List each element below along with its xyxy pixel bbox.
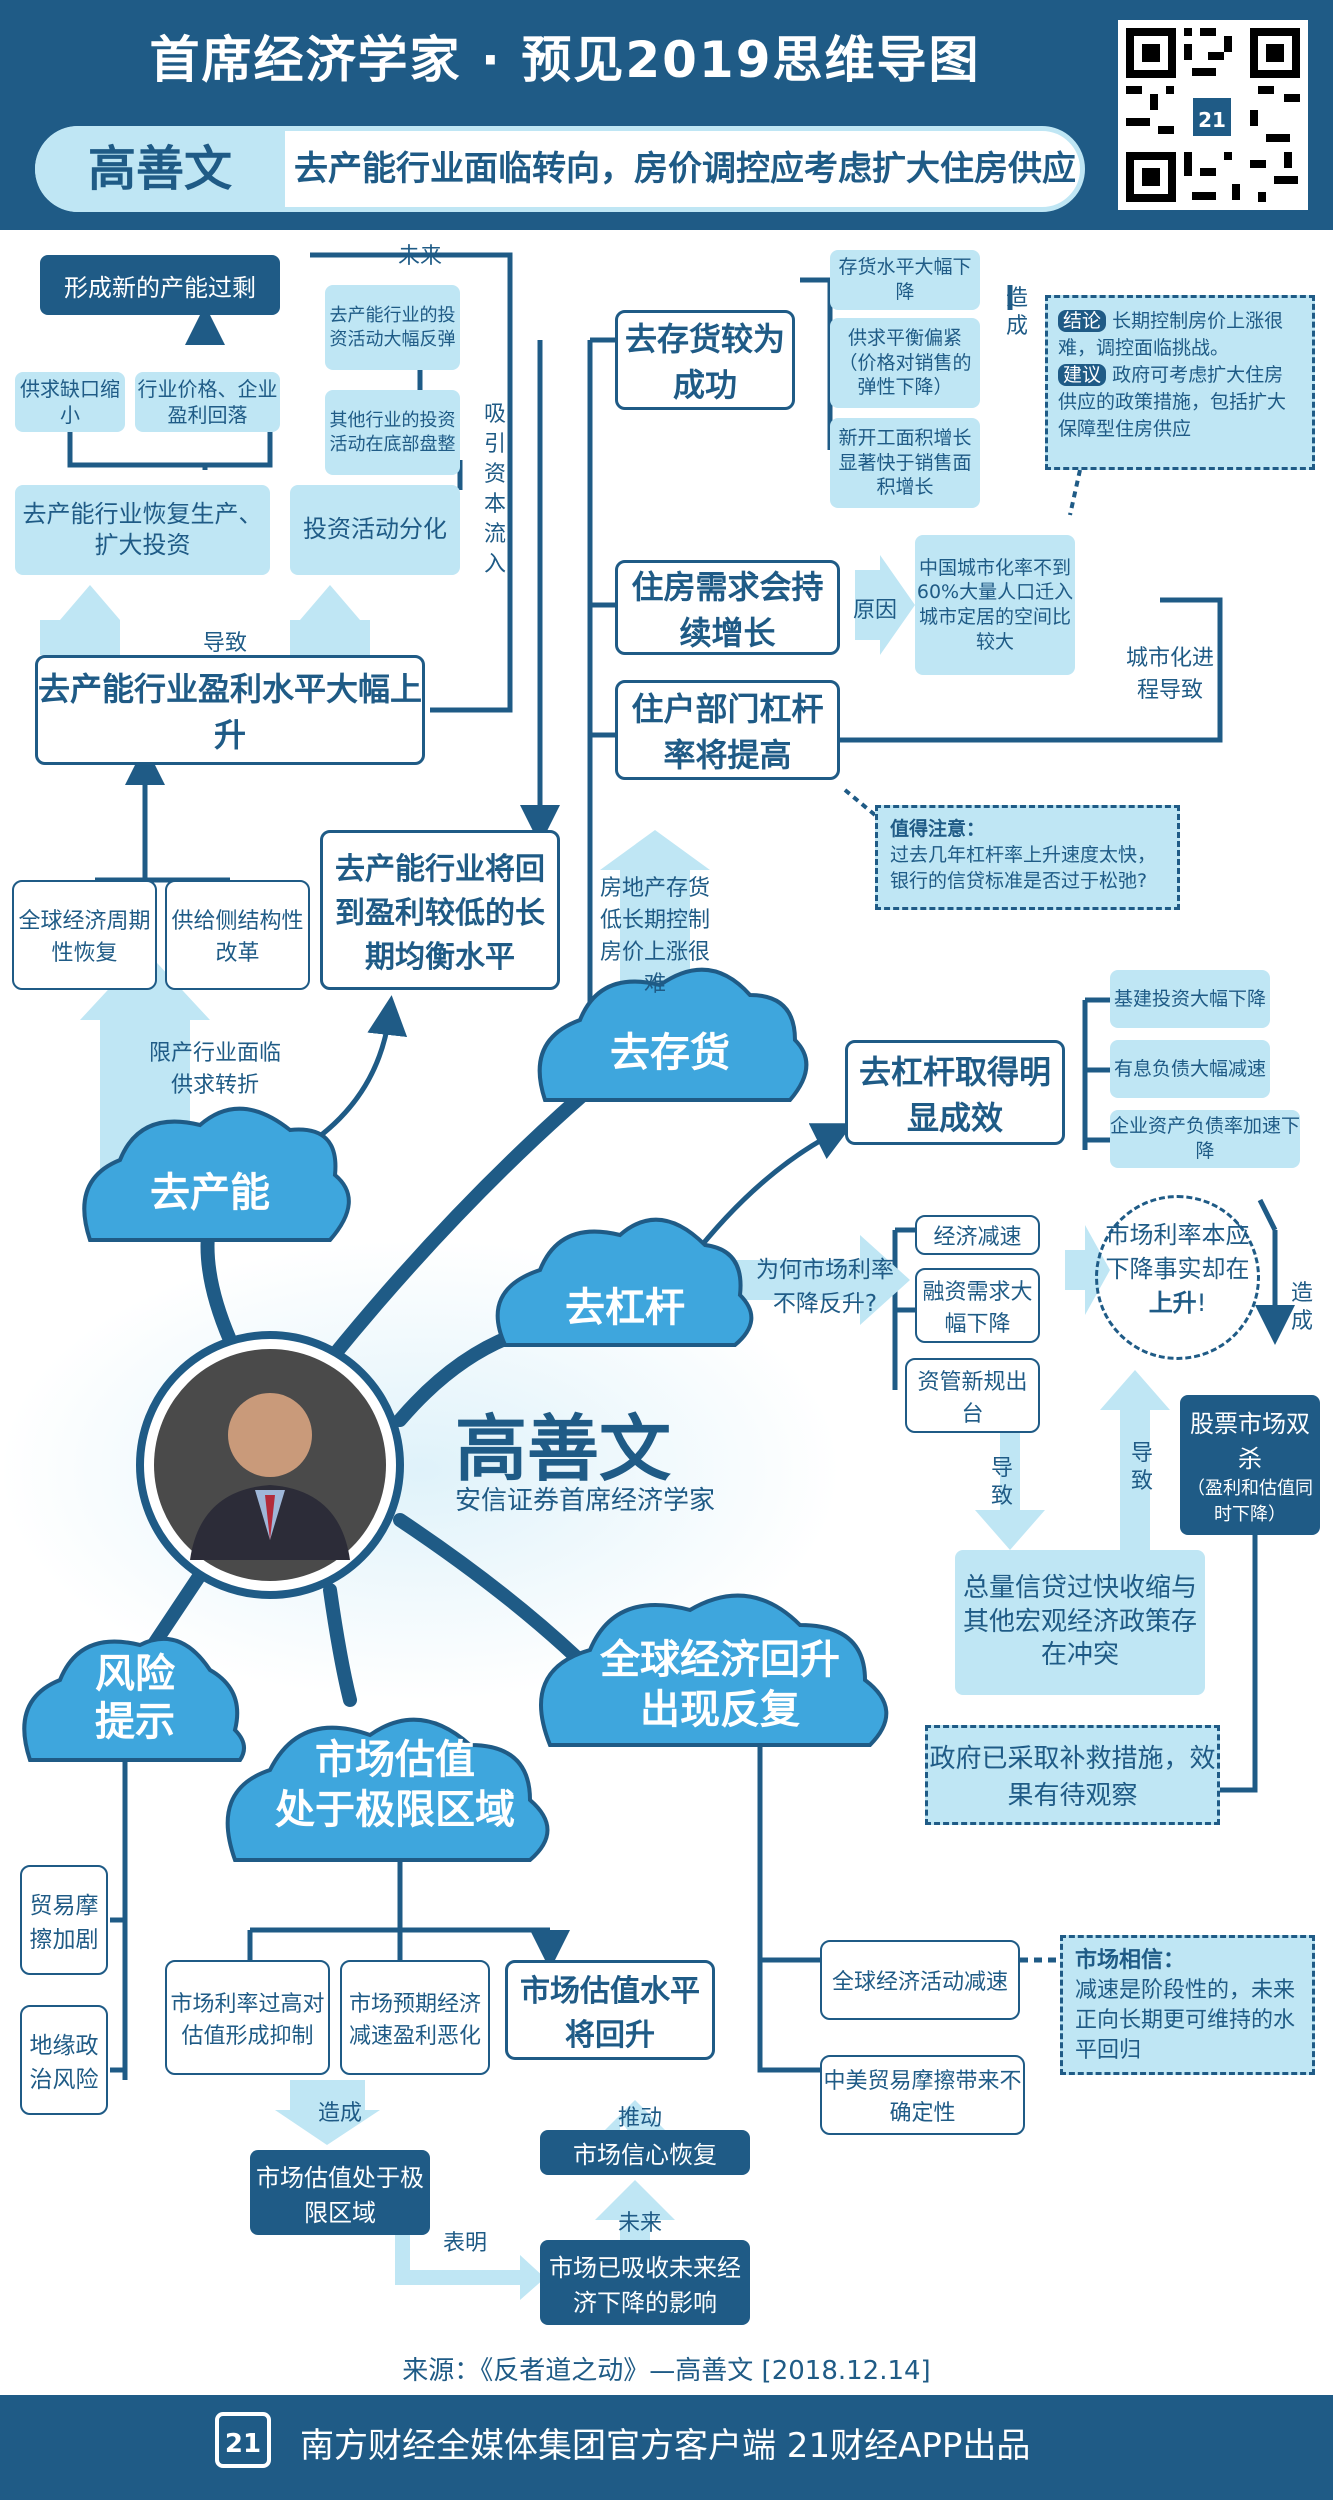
market-tag: 市场相信： xyxy=(1075,1948,1186,1973)
conclusion-row: 结论 长期控制房价上涨很难，调控面临挑战。 xyxy=(1058,308,1302,362)
rate-text-1: 市场利率本应下降事实却在 xyxy=(1105,1221,1250,1283)
confidence: 市场信心恢复 xyxy=(540,2130,750,2175)
price-recover: 行业价格、企业盈利回落 xyxy=(135,372,280,432)
other-invest: 其他行业的投资活动在底部盘整 xyxy=(325,390,460,475)
rate-too-high: 市场利率过高对估值形成抑制 xyxy=(165,1960,330,2075)
leverage-up: 住户部门杠杆率将提高 xyxy=(615,680,840,780)
supply-reform: 供给侧结构性改革 xyxy=(165,880,310,990)
lead-label-a: 导致 xyxy=(990,1456,1013,1509)
remedy: 政府已采取补救措施，效果有待观察 xyxy=(925,1725,1220,1825)
conclusion-tag: 结论 xyxy=(1058,310,1107,332)
will-rebound: 市场估值水平将回升 xyxy=(505,1960,715,2060)
qr-logo: 21 xyxy=(1190,95,1234,139)
push-label: 推动 xyxy=(617,2106,662,2131)
stock-drop: 存货水平大幅下降 xyxy=(830,250,980,310)
reason-label: 原因 xyxy=(852,598,897,623)
cloud-shi-chang-line2: 处于极限区域 xyxy=(275,1787,515,1833)
stock-double-kill-title: 股票市场双杀 xyxy=(1190,1410,1310,1473)
geopolitics: 地缘政治风险 xyxy=(20,2005,108,2115)
rate-text-3: ! xyxy=(1196,1289,1207,1317)
market-belief-callout: 市场相信： 减速是阶段性的，未来正向长期更可维持的水平回归 xyxy=(1060,1935,1315,2075)
attract-capital: 吸引资本流入 xyxy=(483,402,506,577)
urbanization-lead: 城市化进程导致 xyxy=(1125,646,1214,703)
invest-rebound: 去产能行业的投资活动大幅反弹 xyxy=(325,285,460,370)
cloud-feng-xian[interactable]: 风险 提示 xyxy=(40,1650,230,1746)
trade-friction: 贸易摩擦加剧 xyxy=(20,1865,108,1975)
invest-diverge: 投资活动分化 xyxy=(290,485,460,575)
note-text: 过去几年杠杆率上升速度太快，银行的信贷标准是否过于松弛? xyxy=(890,844,1157,892)
valuation-cause: 造成 xyxy=(317,2101,362,2126)
market-belief: 减速是阶段性的，未来正向长期更可维持的水平回归 xyxy=(1075,1978,1296,2063)
cloud-shi-chang-line1: 市场估值 xyxy=(315,1737,475,1783)
infrastructure-drop: 基建投资大幅下降 xyxy=(1110,970,1270,1028)
expect-slow: 市场预期经济减速盈利恶化 xyxy=(340,1960,490,2075)
future-label: 未来 xyxy=(397,244,442,269)
qr-code[interactable] xyxy=(1118,20,1308,210)
absorbed: 市场已吸收未来经济下降的影响 xyxy=(540,2240,750,2325)
suggestion-text: 政府可考虑扩大住房供应的政策措施，包括扩大保障型住房供应 xyxy=(1058,364,1287,440)
center-name: 高善文 xyxy=(455,1407,672,1491)
econ-slow: 经济减速 xyxy=(915,1215,1040,1255)
suggestion-tag: 建议 xyxy=(1058,364,1107,386)
rate-text-2: 上升 xyxy=(1148,1289,1197,1317)
pill-name: 高善文 xyxy=(35,126,285,212)
lead-label-b: 导致 xyxy=(1130,1441,1153,1494)
why-rate: 为何市场利率不降反升? xyxy=(756,1257,894,1317)
suggestion-row: 建议 政府可考虑扩大住房供应的政策措施，包括扩大保障型住房供应 xyxy=(1058,362,1302,443)
supply-gap: 供求缺口缩小 xyxy=(15,372,125,432)
cloud-feng-xian-line2: 提示 xyxy=(95,1699,175,1745)
credit-conflict: 总量信贷过快收缩与其他宏观经济政策存在冲突 xyxy=(955,1550,1205,1695)
note-callout: 值得注意： 过去几年杠杆率上升速度太快，银行的信贷标准是否过于松弛? xyxy=(875,805,1180,910)
return-equilibrium: 去产能行业将回到盈利较低的长期均衡水平 xyxy=(320,830,560,990)
source-line: 来源：《反者道之动》—高善文 [2018.12.14] xyxy=(402,2356,931,2386)
note-title: 值得注意： xyxy=(890,818,986,840)
cloud-shi-chang[interactable]: 市场估值 处于极限区域 xyxy=(250,1735,540,1835)
corp-debt: 企业资产负债率加速下降 xyxy=(1110,1110,1300,1168)
center-title: 安信证券首席经济学家 xyxy=(455,1486,716,1516)
resume-production: 去产能行业恢复生产、扩大投资 xyxy=(15,485,270,575)
asset-rules: 资管新规出台 xyxy=(905,1358,1040,1433)
profit-rise: 去产能行业盈利水平大幅上升 xyxy=(35,655,425,765)
conclusion-callout: 结论 长期控制房价上涨很难，调控面临挑战。 建议 政府可考虑扩大住房供应的政策措… xyxy=(1045,295,1315,470)
cloud-quan-qiu-line1: 全球经济回升 xyxy=(600,1637,840,1683)
demand-growth: 住房需求会持续增长 xyxy=(615,560,840,655)
cloud-qu-chan-neng[interactable]: 去产能 xyxy=(150,1170,270,1216)
low-inventory: 房地产存货低长期控制房价上涨很难 xyxy=(599,876,710,997)
future-label-2: 未来 xyxy=(617,2211,662,2236)
cloud-qu-cun-huo[interactable]: 去存货 xyxy=(610,1030,730,1076)
new-overcapacity: 形成新的产能过剩 xyxy=(40,255,280,315)
footer-logo: 21 xyxy=(215,2412,271,2468)
tight-supply: 供求平衡偏紧（价格对销售的弹性下降） xyxy=(830,318,980,408)
global-recovery: 全球经济周期性恢复 xyxy=(12,880,157,990)
cloud-feng-xian-line1: 风险 xyxy=(95,1651,175,1697)
deleverage-effect: 去杠杆取得明显成效 xyxy=(845,1040,1065,1145)
rate-should-fall: 市场利率本应下降事实却在上升! xyxy=(1095,1195,1260,1360)
at-limit: 市场估值处于极限区域 xyxy=(250,2150,430,2235)
page-title: 首席经济学家 · 预见2019思维导图 xyxy=(149,31,981,89)
new-construction: 新开工面积增长显著快于销售面积增长 xyxy=(830,418,980,508)
cloud-qu-gang-gan[interactable]: 去杠杆 xyxy=(565,1285,685,1331)
debt-decline: 有息负债大幅减速 xyxy=(1110,1040,1270,1098)
footer-text: 南方财经全媒体集团官方客户端 21财经APP出品 xyxy=(300,2426,1031,2466)
pill-subtitle: 去产能行业面临转向，房价调控应考虑扩大住房供应 xyxy=(294,149,1076,189)
inventory-success: 去存货较为成功 xyxy=(615,310,795,410)
global-slowdown: 全球经济活动减速 xyxy=(820,1940,1020,2020)
finance-demand: 融资需求大幅下降 xyxy=(915,1268,1040,1343)
limit-production: 限产行业面临供求转折 xyxy=(148,1041,281,1098)
stock-double-kill-note: （盈利和估值同时下降） xyxy=(1187,1478,1313,1525)
qr-pattern-icon xyxy=(1118,20,1308,210)
urbanization: 中国城市化率不到60%大量人口迁入城市定居的空间比较大 xyxy=(915,535,1075,675)
lead-to-label: 导致 xyxy=(202,631,247,656)
cloud-quan-qiu[interactable]: 全球经济回升 出现反复 xyxy=(570,1635,870,1735)
conclusion-text: 长期控制房价上涨很难，调控面临挑战。 xyxy=(1058,310,1284,359)
deleverage-cause: 造成 xyxy=(1290,1281,1313,1334)
cloud-quan-qiu-line2: 出现反复 xyxy=(640,1687,800,1733)
show-label: 表明 xyxy=(442,2231,487,2256)
trade-uncertainty: 中美贸易摩擦带来不确定性 xyxy=(820,2055,1025,2135)
stock-double-kill: 股票市场双杀 （盈利和估值同时下降） xyxy=(1180,1395,1320,1535)
inventory-cause: 造成 xyxy=(1005,286,1028,339)
